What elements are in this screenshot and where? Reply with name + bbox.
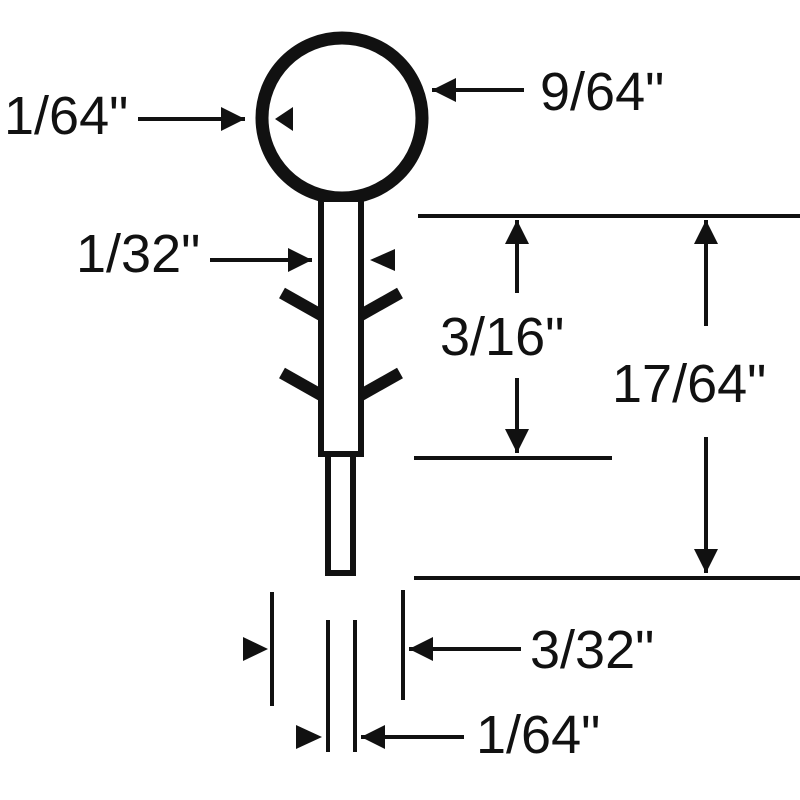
bulb-diameter-label: 9/64" [540, 62, 664, 122]
bulb-wall-label: 1/64" [4, 86, 128, 146]
dim-bulb-wall: 1/64" [4, 86, 293, 146]
tip-width-arrowhead-left-icon [296, 725, 322, 749]
fin-lower-right [358, 367, 403, 401]
stem-width-arrowhead-icon [370, 249, 395, 271]
bulb-wall-arrowhead-icon [275, 107, 293, 131]
dim-overall-length: 17/64" [612, 220, 766, 573]
overall-length-label: 17/64" [612, 354, 766, 414]
dim-stem-width: 1/32" [76, 224, 395, 284]
dim-fin-section: 3/16" [440, 220, 564, 453]
stem-upper [318, 196, 364, 457]
profile-shape [255, 31, 429, 576]
dim-bulb-diameter: 9/64" [432, 62, 664, 122]
fin-upper-left [279, 287, 324, 321]
fins [279, 287, 403, 401]
dim-tip-gap: 3/32" [243, 590, 654, 706]
tip-width-label: 1/64" [476, 705, 600, 765]
fin-section-label: 3/16" [440, 307, 564, 367]
tip-gap-arrowhead-left-icon [243, 637, 268, 661]
stem-lower [325, 451, 356, 576]
fin-upper-right [358, 287, 403, 321]
extension-lines [414, 214, 800, 580]
stem-width-label: 1/32" [76, 224, 200, 284]
tip-gap-label: 3/32" [530, 620, 654, 680]
fin-lower-left [279, 367, 324, 401]
dim-tip-width: 1/64" [296, 620, 600, 765]
